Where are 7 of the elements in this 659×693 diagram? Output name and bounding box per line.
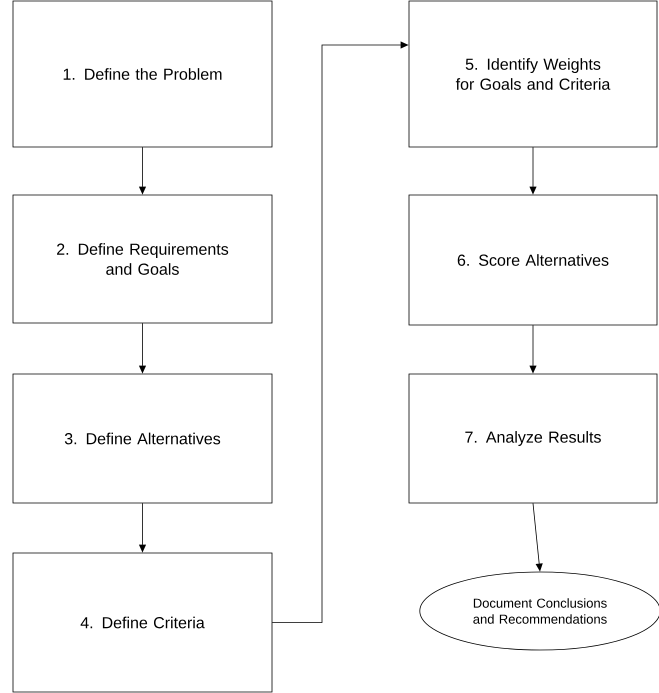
process-box: 6. Score Alternatives — [408, 194, 658, 326]
process-box: 2. Define Requirements and Goals — [12, 194, 272, 324]
process-box: 1. Define the Problem — [12, 0, 272, 148]
process-box: 3. Define Alternatives — [12, 374, 272, 504]
process-box: 7. Analyze Results — [408, 374, 658, 504]
process-box: 5. Identify Weights for Goals and Criteria — [408, 0, 658, 148]
process-box: 4. Define Criteria — [12, 552, 272, 692]
